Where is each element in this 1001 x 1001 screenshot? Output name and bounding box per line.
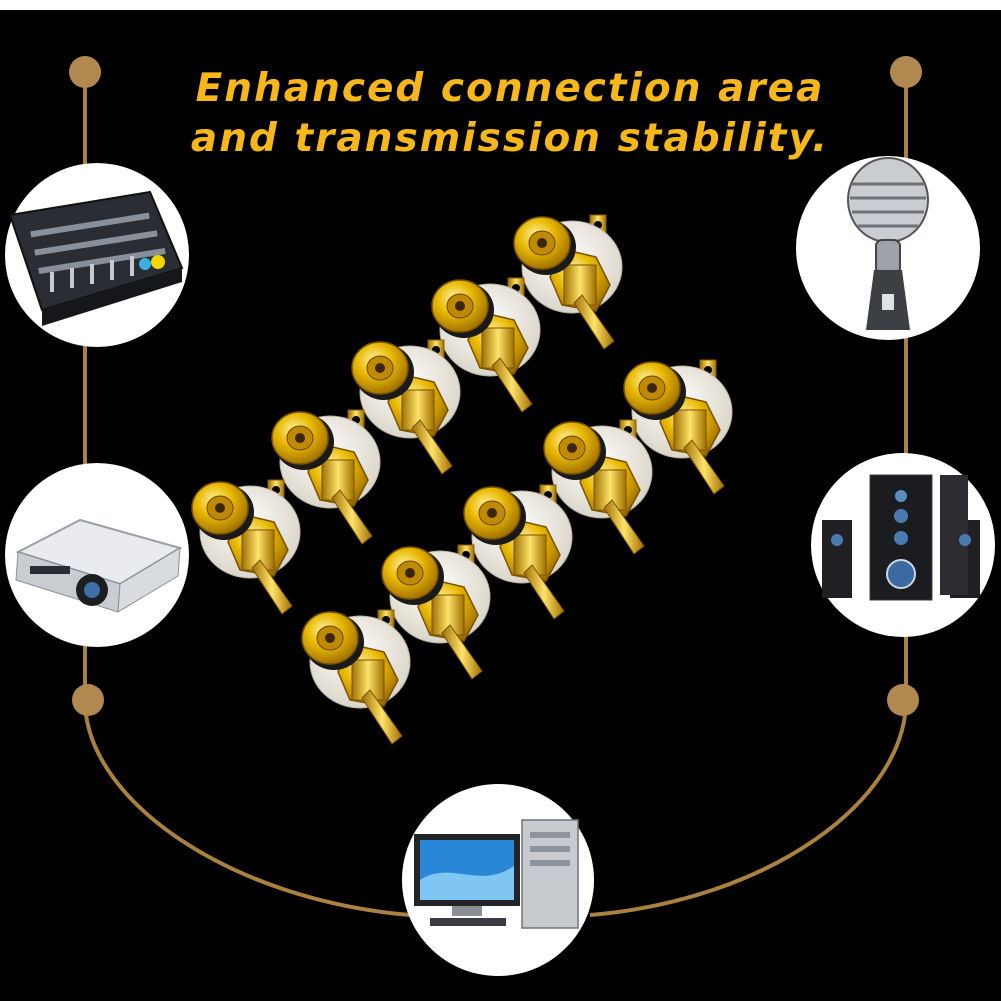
- headline: Enhanced connection area and transmissio…: [160, 64, 860, 164]
- node-top-right: [890, 56, 922, 88]
- connection-wires: [83, 72, 908, 917]
- microphone-icon: [796, 156, 980, 340]
- node-top-left: [69, 56, 101, 88]
- headline-line-2: and transmission stability.: [190, 116, 830, 161]
- node-bottom-right: [887, 684, 919, 716]
- rca-jack-connector-icon: [191, 214, 733, 745]
- desktop-computer-icon: [402, 784, 594, 976]
- top-border: [0, 0, 1001, 10]
- projector-icon: [5, 463, 189, 647]
- node-bottom-left: [72, 684, 104, 716]
- speaker-system-icon: [811, 453, 995, 637]
- headline-line-1: Enhanced connection area: [195, 66, 825, 111]
- audio-mixer-icon: [5, 163, 189, 347]
- wire-nodes: [69, 56, 922, 716]
